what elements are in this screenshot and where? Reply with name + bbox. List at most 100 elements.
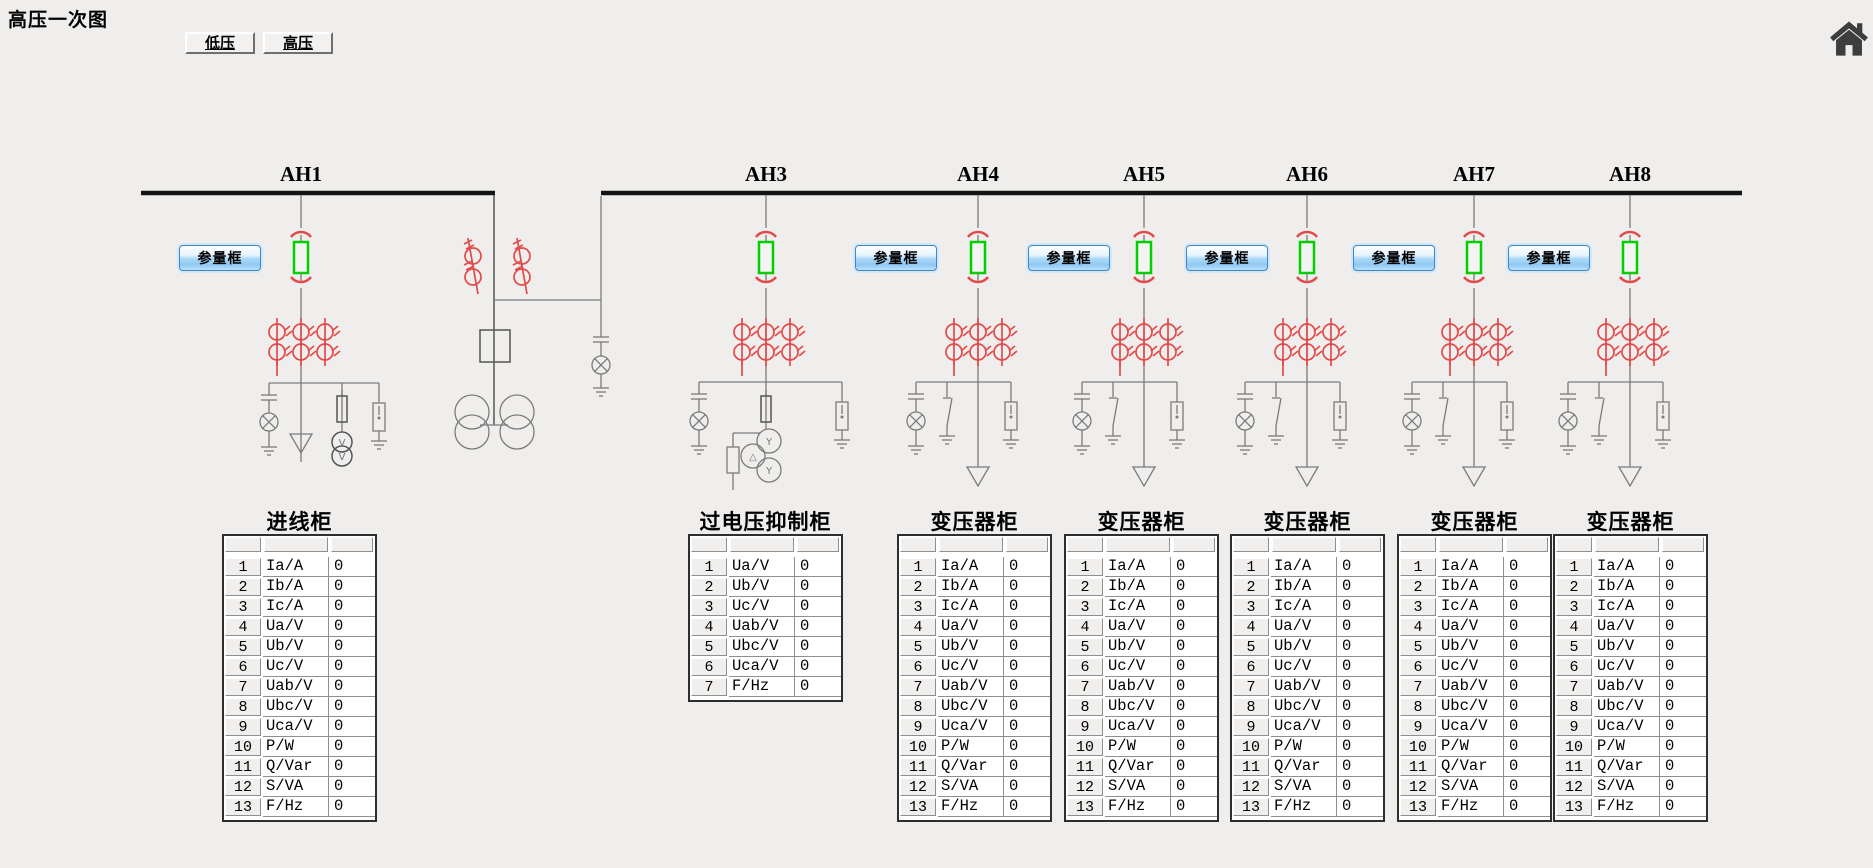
param-value: 0 [1659,777,1706,797]
table-header-cell [1339,537,1381,552]
param-box-button-3[interactable]: 参量框 [1028,245,1110,271]
param-name: Uca/V [1271,717,1336,737]
param-value: 0 [794,557,841,577]
param-name: S/VA [1594,777,1659,797]
row-number: 4 [1400,618,1436,636]
param-value: 0 [1503,797,1550,817]
param-value: 0 [1336,597,1383,617]
param-value: 0 [1003,577,1050,597]
feeder [1558,193,1672,487]
home-button[interactable] [1828,18,1870,60]
row-number: 9 [1067,718,1103,736]
param-value: 0 [1003,557,1050,577]
param-name: Ib/A [938,577,1003,597]
voltage-indicator-symbol [259,382,279,456]
voltage-indicator-symbol [1072,381,1092,455]
svg-text:△: △ [749,452,757,463]
low-voltage-button[interactable]: 低压 [185,32,255,54]
param-name: Ib/A [1438,577,1503,597]
bus-label-ah5: AH5 [1123,162,1165,186]
bus-tie-transformer-bay [454,195,611,450]
row-number: 8 [1233,698,1269,716]
bus-label-ah1: AH1 [280,162,322,186]
row-number: 13 [1067,798,1103,816]
table-header-cell [225,537,261,552]
param-box-button-1[interactable]: 参量框 [179,245,261,271]
param-value: 0 [328,777,375,797]
table-header-row [1399,536,1550,553]
param-name: Uca/V [263,717,328,737]
arrester-symbol [833,381,851,449]
feeder-arrow [1618,466,1642,487]
voltage-transformer-symbol [331,431,353,467]
param-box-button-4[interactable]: 参量框 [1186,245,1268,271]
param-name: Ubc/V [938,697,1003,717]
cabinet-title: 变压器柜 [1430,511,1519,534]
cabinet-title: 变压器柜 [1097,511,1186,534]
param-value: 0 [328,737,375,757]
param-value: 0 [1503,757,1550,777]
row-number: 8 [1400,698,1436,716]
earth-switch-symbol [938,381,956,445]
param-name: Ubc/V [1271,697,1336,717]
table-header-cell [1272,537,1336,552]
param-name: S/VA [938,777,1003,797]
param-box-button-6[interactable]: 参量框 [1508,245,1590,271]
voltage-indicator-symbol [1235,381,1255,455]
param-name: Uab/V [263,677,328,697]
row-number: 5 [900,638,936,656]
row-number: 7 [225,678,261,696]
row-number: 4 [1233,618,1269,636]
breaker-symbol [1618,193,1642,320]
param-value: 0 [794,657,841,677]
param-box-button-2[interactable]: 参量框 [855,245,937,271]
high-voltage-button[interactable]: 高压 [263,32,333,54]
table-header-row [224,536,375,553]
row-number: 9 [225,718,261,736]
row-number: 7 [900,678,936,696]
table-header-row [1066,536,1217,553]
param-value: 0 [1336,757,1383,777]
row-number: 6 [900,658,936,676]
table-header-cell [1400,537,1436,552]
row-number: 1 [1400,558,1436,576]
row-number: 4 [1067,618,1103,636]
param-box-button-5[interactable]: 参量框 [1353,245,1435,271]
param-name: P/W [263,737,328,757]
param-value: 0 [1503,577,1550,597]
param-name: Ic/A [938,597,1003,617]
row-number: 12 [1400,778,1436,796]
row-number: 6 [225,658,261,676]
param-value: 0 [1336,677,1383,697]
param-value: 0 [1336,717,1383,737]
param-value: 0 [1003,597,1050,617]
home-icon [1830,21,1868,56]
cabinet-title: 变压器柜 [930,511,1019,534]
voltage-indicator-symbol [689,381,709,455]
param-name: F/Hz [729,677,794,697]
row-number: 10 [900,738,936,756]
param-name: P/W [938,737,1003,757]
row-number: 7 [1067,678,1103,696]
param-value: 0 [1659,617,1706,637]
